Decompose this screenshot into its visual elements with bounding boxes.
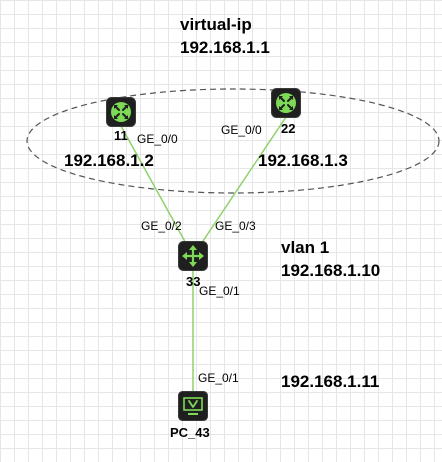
switch-33-label: 33 [186, 274, 201, 289]
virtual-ip-address: 192.168.1.1 [180, 38, 270, 57]
link-11-33 [120, 125, 194, 257]
link-22-33 [192, 116, 287, 257]
router-11-label: 11 [114, 128, 128, 143]
switch-33-port-3: GE_0/3 [215, 219, 256, 233]
switch-icon [178, 241, 208, 271]
pc-43-label: PC_43 [170, 425, 210, 440]
router-icon [271, 88, 301, 118]
router-11-port: GE_0/0 [137, 132, 178, 146]
switch-33-vlan: vlan 1 [281, 238, 330, 257]
router-11[interactable] [106, 97, 136, 127]
pc-icon [178, 391, 208, 421]
switch-33-port-2: GE_0/2 [141, 219, 182, 233]
virtual-ip-group-ellipse [26, 88, 440, 194]
switch-33-port-1: GE_0/1 [199, 284, 240, 298]
pc-43-ip: 192.168.1.11 [281, 372, 380, 391]
pc-43-port: GE_0/1 [198, 371, 239, 385]
router-22-ip: 192.168.1.3 [258, 151, 348, 170]
virtual-ip-title: virtual-ip [180, 15, 252, 34]
router-22-label: 22 [281, 121, 296, 136]
router-11-ip: 192.168.1.2 [64, 151, 154, 170]
pc-43[interactable] [178, 391, 208, 421]
switch-33-ip: 192.168.1.10 [281, 261, 381, 280]
switch-33[interactable] [178, 241, 208, 271]
router-22[interactable] [271, 88, 301, 118]
router-22-port: GE_0/0 [221, 123, 262, 137]
router-icon [106, 97, 136, 127]
